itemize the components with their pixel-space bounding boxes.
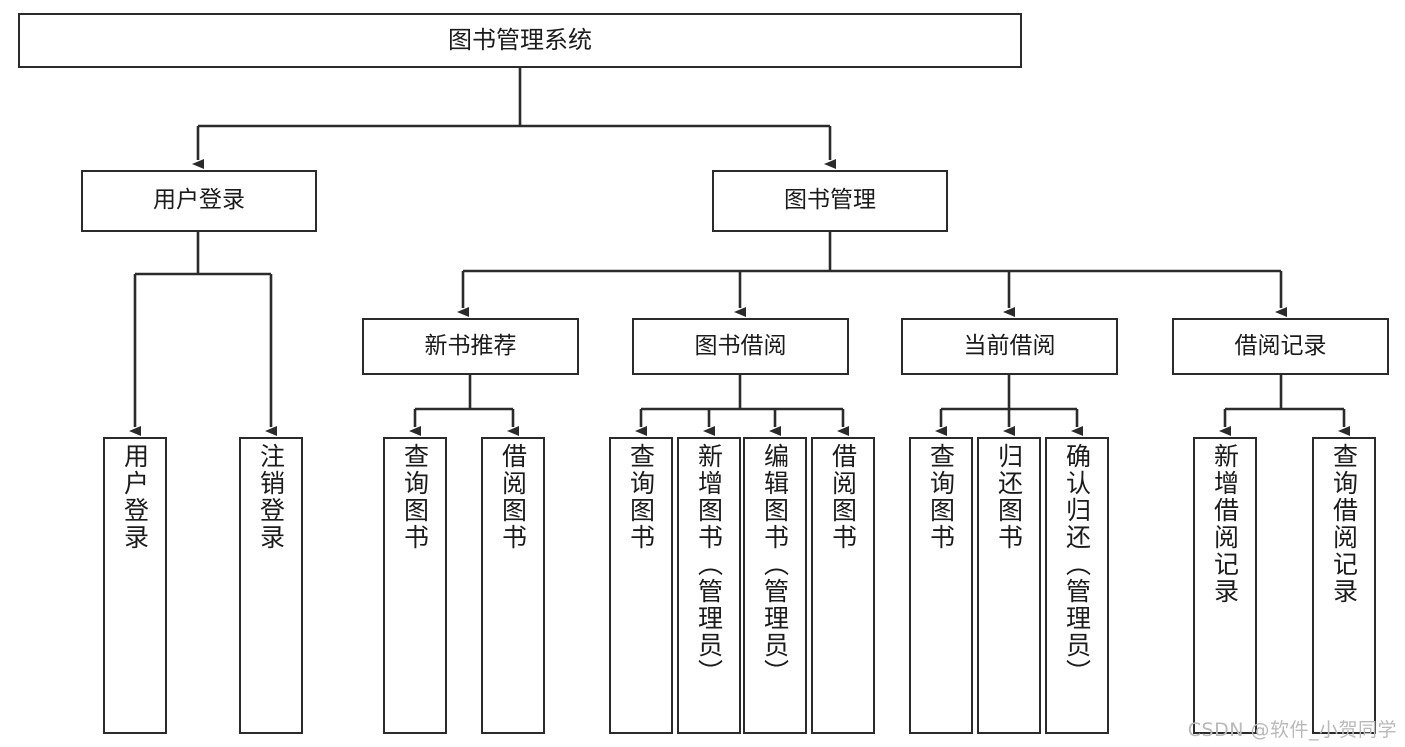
node-current-borrow[interactable]: 当前借阅: [901, 318, 1118, 375]
node-label: 借阅图书: [498, 443, 528, 551]
node-label: 归还图书: [994, 443, 1024, 551]
leaf-bookborrow-borrow-book[interactable]: 借阅图书: [811, 437, 875, 734]
node-label: 用户登录: [153, 187, 245, 214]
leaf-currentborrow-return-book[interactable]: 归还图书: [977, 437, 1041, 734]
node-label: 确认归还（管理员）: [1062, 443, 1092, 686]
leaf-user-login[interactable]: 用户登录: [103, 437, 167, 734]
leaf-newbook-borrow-book[interactable]: 借阅图书: [481, 437, 545, 734]
node-label: 图书管理系统: [448, 26, 592, 55]
node-label: 借阅记录: [1234, 332, 1327, 359]
node-label: 查询图书: [926, 443, 956, 551]
watermark-text: CSDN @软件_小贺同学: [1187, 719, 1397, 741]
node-label: 图书管理: [784, 187, 876, 214]
node-borrow-record[interactable]: 借阅记录: [1172, 318, 1389, 375]
leaf-bookborrow-add-book[interactable]: 新增图书（管理员）: [677, 437, 741, 734]
node-label: 注销登录: [256, 443, 286, 551]
leaf-currentborrow-query-book[interactable]: 查询图书: [909, 437, 973, 734]
node-new-book-recommend[interactable]: 新书推荐: [362, 318, 579, 375]
node-label: 编辑图书（管理员）: [760, 443, 790, 686]
leaf-currentborrow-confirm-return[interactable]: 确认归还（管理员）: [1045, 437, 1109, 734]
leaf-logout[interactable]: 注销登录: [239, 437, 303, 734]
node-user-login[interactable]: 用户登录: [81, 170, 317, 232]
node-label: 新书推荐: [424, 332, 517, 359]
node-book-management[interactable]: 图书管理: [712, 170, 948, 232]
leaf-borrowrecord-query-record[interactable]: 查询借阅记录: [1312, 437, 1376, 734]
leaf-borrowrecord-add-record[interactable]: 新增借阅记录: [1193, 437, 1257, 734]
leaf-bookborrow-edit-book[interactable]: 编辑图书（管理员）: [743, 437, 807, 734]
node-book-borrow[interactable]: 图书借阅: [632, 318, 849, 375]
leaf-bookborrow-query-book[interactable]: 查询图书: [609, 437, 673, 734]
node-label: 图书借阅: [694, 332, 787, 359]
leaf-newbook-query-book[interactable]: 查询图书: [383, 437, 447, 734]
node-label: 用户登录: [120, 443, 150, 551]
node-root-book-management-system[interactable]: 图书管理系统: [18, 13, 1022, 68]
node-label: 借阅图书: [828, 443, 858, 551]
node-label: 查询借阅记录: [1329, 443, 1359, 605]
node-label: 当前借阅: [963, 332, 1056, 359]
node-label: 查询图书: [400, 443, 430, 551]
node-label: 查询图书: [626, 443, 656, 551]
node-label: 新增借阅记录: [1210, 443, 1240, 605]
node-label: 新增图书（管理员）: [694, 443, 724, 686]
